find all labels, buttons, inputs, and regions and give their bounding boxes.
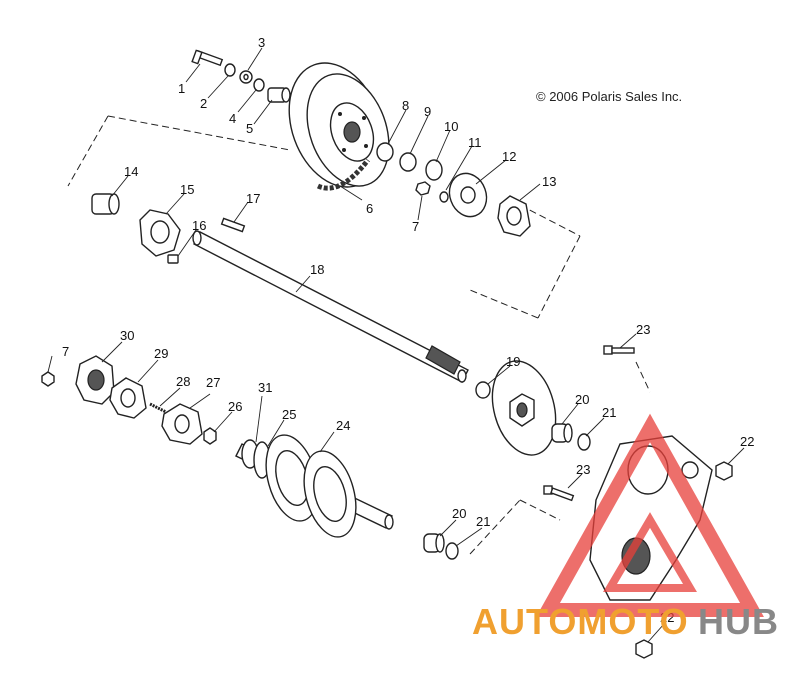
- callout-23-lower: 23: [576, 462, 590, 477]
- part-flange: [139, 209, 181, 257]
- callout-9: 9: [424, 104, 431, 119]
- watermark-hub: HUB: [698, 601, 779, 642]
- part-bolt: [191, 49, 224, 67]
- part-flange-plate: [448, 172, 488, 218]
- callout-22-upper: 22: [740, 434, 754, 449]
- dash-lower-bearing-2: [519, 499, 561, 521]
- part-bearing-housing: [75, 355, 115, 405]
- callout-11: 11: [468, 135, 482, 150]
- part-seal-21-lower: [445, 542, 459, 560]
- dash-left: [67, 115, 109, 187]
- part-flange-27: [161, 403, 203, 445]
- callout-20-upper: 20: [575, 392, 589, 407]
- part-bearing-20-upper: [551, 423, 573, 443]
- part-nut-22-upper: [715, 461, 733, 481]
- part-chain: [316, 158, 370, 191]
- callout-21-upper: 21: [602, 405, 616, 420]
- callout-28: 28: [176, 374, 190, 389]
- callout-23-upper: 23: [636, 322, 650, 337]
- callout-2: 2: [200, 96, 207, 111]
- callout-20-lower: 20: [452, 506, 466, 521]
- part-seal-21-upper: [577, 433, 591, 451]
- callout-30: 30: [120, 328, 134, 343]
- copyright-text: © 2006 Polaris Sales Inc.: [536, 89, 682, 104]
- callout-18: 18: [310, 262, 324, 277]
- part-spacer: [267, 87, 291, 103]
- callout-10: 10: [444, 119, 458, 134]
- part-ring-9: [399, 152, 417, 172]
- dash-right: [537, 235, 581, 319]
- callout-16: 16: [192, 218, 206, 233]
- callout-6: 6: [366, 201, 373, 216]
- part-drive-shaft: [235, 434, 394, 538]
- callout-21-lower: 21: [476, 514, 490, 529]
- upper-assembly-boundary: [107, 115, 291, 151]
- callout-31: 31: [258, 380, 272, 395]
- dash-lower-bearing: [469, 499, 521, 555]
- dash-bolt-23: [635, 361, 651, 393]
- callout-24: 24: [336, 418, 350, 433]
- part-key: [220, 217, 246, 233]
- watermark-logo: [536, 413, 764, 617]
- part-brake-disc: [491, 360, 557, 456]
- callout-4: 4: [229, 111, 236, 126]
- part-bearing: [91, 193, 120, 215]
- callout-1: 1: [178, 81, 185, 96]
- callout-25: 25: [282, 407, 296, 422]
- part-screw: [167, 254, 179, 264]
- callout-13: 13: [542, 174, 556, 189]
- callout-29: 29: [154, 346, 168, 361]
- callout-14: 14: [124, 164, 138, 179]
- part-nut-22-lower: [635, 639, 653, 659]
- part-bearing-20-lower: [423, 533, 445, 553]
- callout-8: 8: [402, 98, 409, 113]
- part-washer-3-hole: [243, 73, 249, 81]
- part-nut-upper: [415, 181, 431, 196]
- part-shaft: [192, 230, 469, 383]
- callout-19: 19: [506, 354, 520, 369]
- callout-3: 3: [258, 35, 265, 50]
- callout-labels: 1 2 3 4 5 6 7 8 9 10 11 12 13 14 15 16 1…: [62, 35, 754, 625]
- leader-lines: [47, 47, 745, 643]
- part-bolt-23-upper: [603, 345, 635, 355]
- part-nut-lower: [41, 371, 55, 387]
- dash-right-top: [519, 204, 581, 237]
- callout-5: 5: [246, 121, 253, 136]
- part-spring-pin: [149, 402, 167, 414]
- callout-7-lower: 7: [62, 344, 69, 359]
- part-ring-19: [475, 381, 491, 399]
- callout-15: 15: [180, 182, 194, 197]
- callout-17: 17: [246, 191, 260, 206]
- part-bolt-23-lower: [543, 485, 575, 502]
- dash-bottom: [469, 289, 539, 319]
- part-gasket-plate: [109, 377, 147, 419]
- part-bearing-plate: [497, 195, 531, 237]
- callout-26: 26: [228, 399, 242, 414]
- watermark-automoto: AUTOMOTO: [472, 601, 689, 642]
- part-ring-8: [376, 142, 394, 162]
- part-washer-11: [439, 191, 449, 203]
- callout-7-upper: 7: [412, 219, 419, 234]
- watermark-text: AUTOMOTO HUB: [472, 601, 779, 642]
- part-nut-26: [203, 427, 217, 445]
- part-washer-4: [253, 78, 265, 92]
- callout-27: 27: [206, 375, 220, 390]
- part-sprocket: [288, 62, 390, 188]
- part-washer-2: [224, 63, 236, 77]
- part-ring-10: [425, 159, 443, 181]
- callout-12: 12: [502, 149, 516, 164]
